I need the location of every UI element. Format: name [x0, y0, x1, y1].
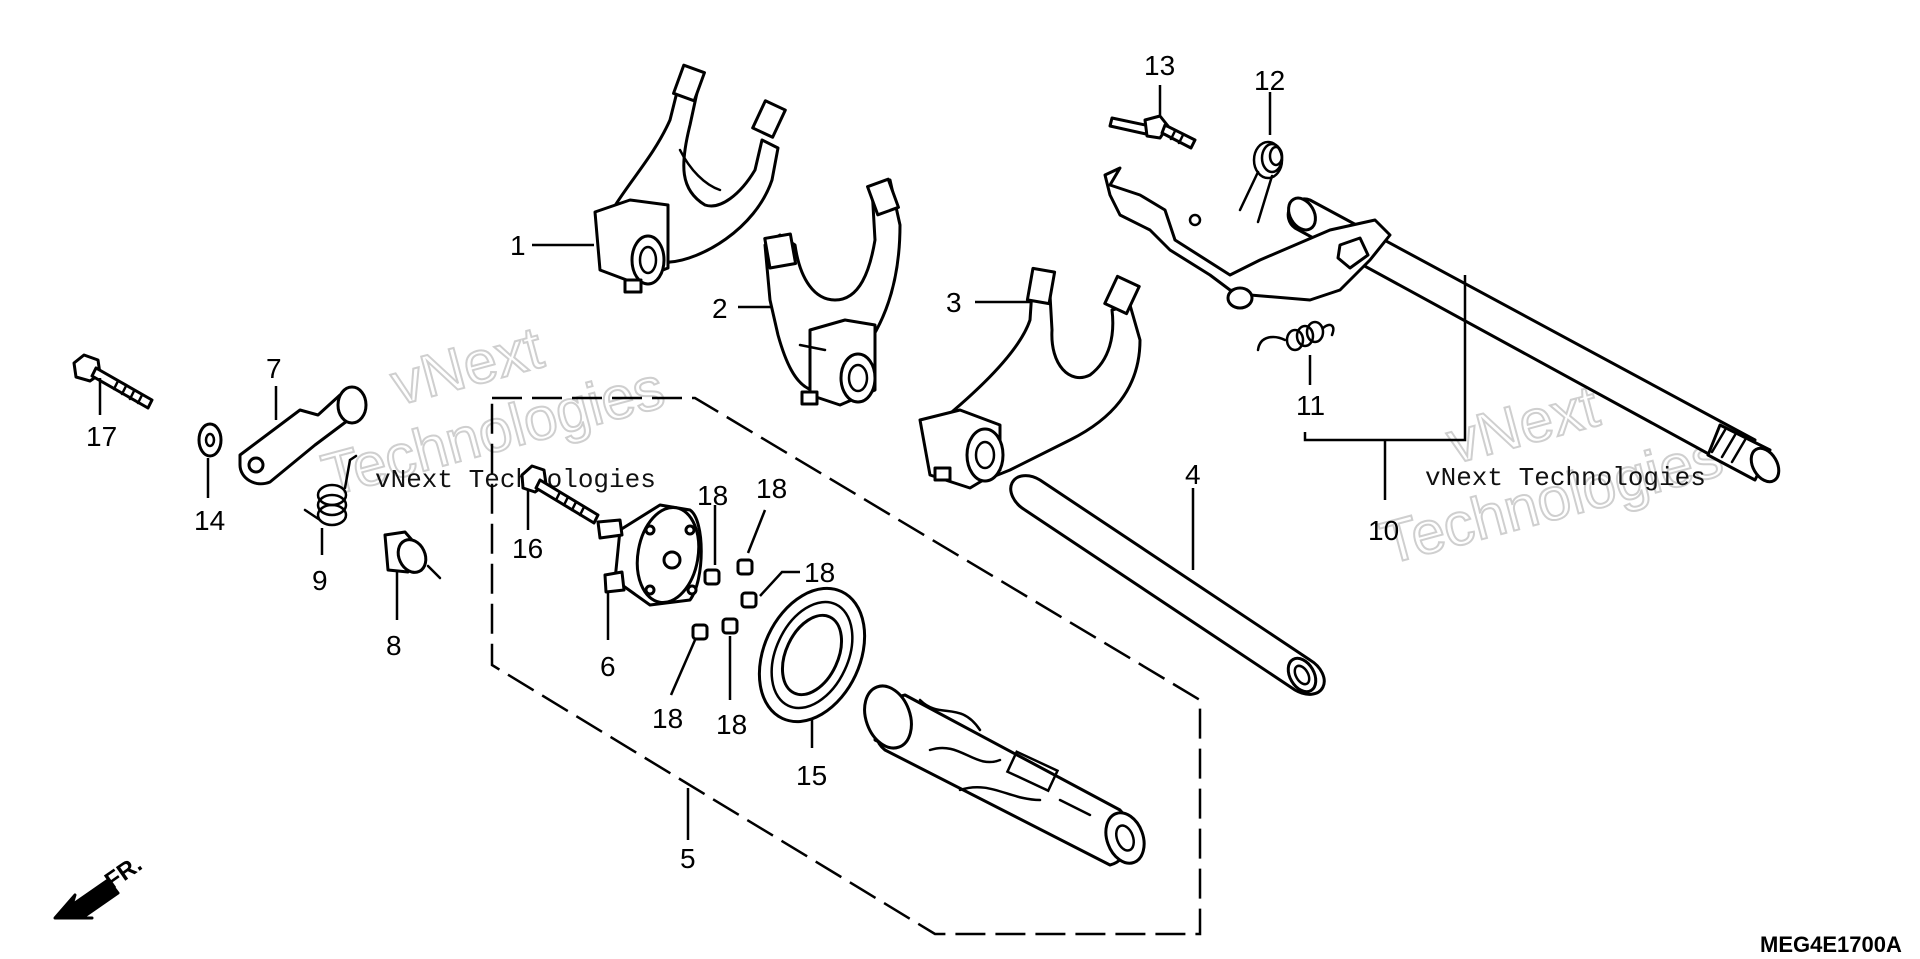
bolt-16 [520, 464, 600, 525]
callout-2: 2 [712, 293, 728, 324]
callout-1: 1 [510, 230, 526, 261]
callout-4: 4 [1185, 459, 1201, 490]
pin-18e [721, 617, 739, 635]
callout-18d: 18 [652, 703, 683, 734]
callout-3: 3 [946, 287, 962, 318]
leader-18b [746, 509, 767, 554]
return-spring-11 [1256, 320, 1335, 352]
pin-18a [703, 568, 721, 586]
pin-18d [691, 623, 709, 641]
stopper-arm-7 [238, 385, 368, 486]
callout-5: 5 [680, 843, 696, 874]
collar-8 [383, 530, 442, 580]
callout-18a: 18 [697, 480, 728, 511]
pin-bolt-13 [1108, 114, 1197, 150]
callout-9: 9 [312, 565, 328, 596]
shift-drum [863, 684, 1146, 867]
callout-16: 16 [512, 533, 543, 564]
callout-13: 13 [1144, 50, 1175, 81]
callout-15: 15 [796, 760, 827, 791]
callout-7: 7 [266, 353, 282, 384]
washer-14 [197, 422, 223, 458]
pin-18c [740, 591, 758, 609]
bolt-17 [72, 353, 154, 410]
callout-18e: 18 [716, 709, 747, 740]
watermark-right-caption: vNext Technologies [1425, 463, 1706, 493]
shift-fork-2 [763, 177, 902, 407]
front-arrow-icon [53, 878, 120, 920]
diagram-code: MEG4E1700A [1760, 932, 1902, 957]
callout-18b: 18 [756, 473, 787, 504]
callout-14: 14 [194, 505, 225, 536]
callout-17: 17 [86, 421, 117, 452]
shift-fork-3 [918, 266, 1142, 490]
bearing-15 [757, 586, 867, 724]
callout-8: 8 [386, 630, 402, 661]
callout-6: 6 [600, 651, 616, 682]
shift-fork-1 [593, 63, 787, 294]
pin-18b [736, 558, 754, 576]
gearshift-spindle-10 [1103, 166, 1781, 484]
callout-11: 11 [1296, 390, 1325, 421]
drum-center-6 [596, 503, 703, 607]
leader-18d [669, 639, 697, 696]
callout-18c: 18 [804, 557, 835, 588]
return-spring-9 [303, 454, 358, 527]
fork-shaft-4 [1009, 474, 1326, 696]
shift-drum-assy-boundary [490, 396, 1202, 936]
leader-18c [759, 570, 800, 597]
callout-12: 12 [1254, 65, 1285, 96]
watermark-right: vNext Technologies [1373, 371, 1731, 578]
callout-10: 10 [1368, 515, 1399, 546]
spring-12 [1238, 140, 1284, 224]
watermark-left-caption: vNext Technologies [375, 465, 656, 495]
